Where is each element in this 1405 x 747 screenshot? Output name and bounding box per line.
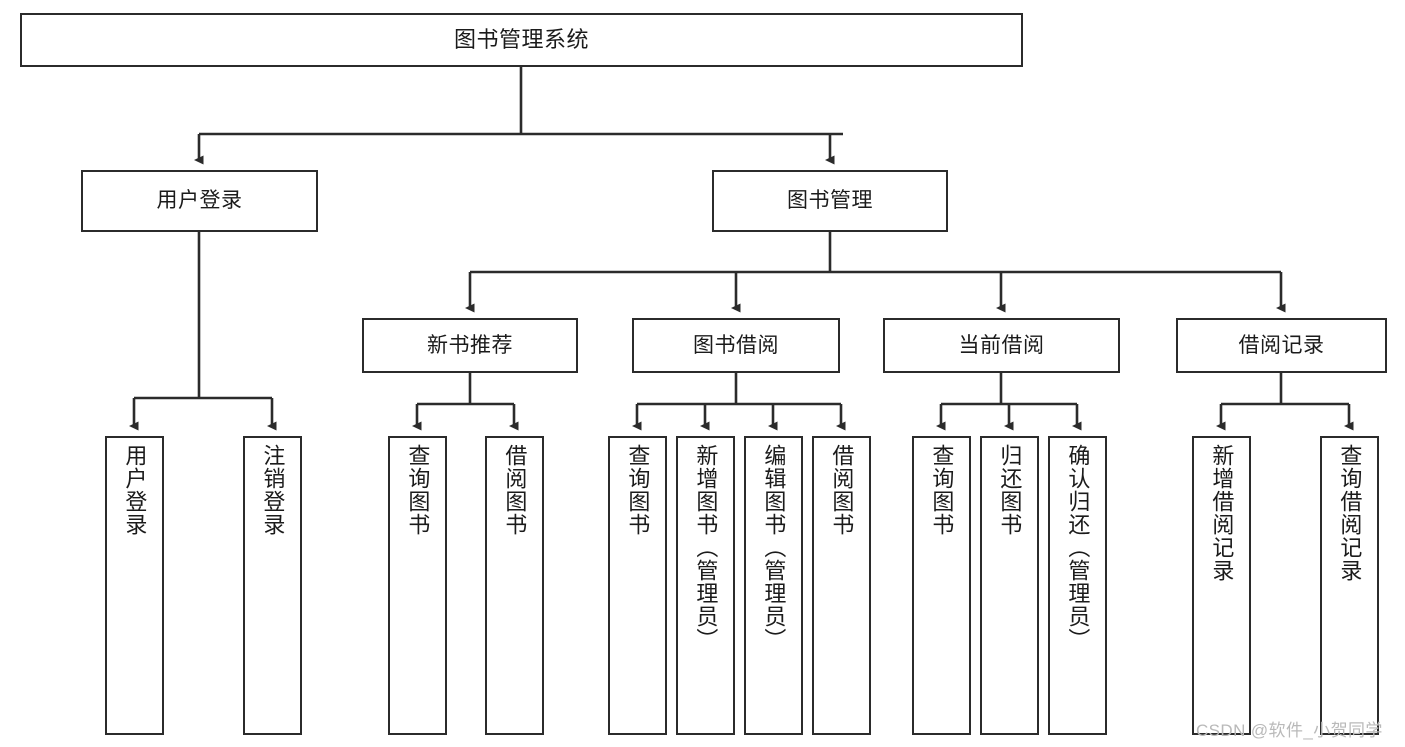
node-leaf-user-login[interactable]: 用户登录 <box>105 436 164 735</box>
node-new-book-rec[interactable]: 新书推荐 <box>362 318 578 373</box>
node-leaf-query-book-b[interactable]: 查询图书 <box>608 436 667 735</box>
node-book-manage[interactable]: 图书管理 <box>712 170 948 232</box>
node-borrow-record[interactable]: 借阅记录 <box>1176 318 1387 373</box>
node-book-borrow[interactable]: 图书借阅 <box>632 318 840 373</box>
node-label: 注销登录 <box>260 444 286 536</box>
node-leaf-edit-book[interactable]: 编辑图书（管理员） <box>744 436 803 735</box>
node-label: 查询图书 <box>405 444 431 536</box>
node-label: 新增图书（管理员） <box>693 444 719 651</box>
node-leaf-return-book[interactable]: 归还图书 <box>980 436 1039 735</box>
node-label: 查询借阅记录 <box>1337 444 1363 582</box>
node-leaf-confirm-return[interactable]: 确认归还（管理员） <box>1048 436 1107 735</box>
node-leaf-query-record[interactable]: 查询借阅记录 <box>1320 436 1379 735</box>
node-label: 当前借阅 <box>958 333 1045 357</box>
node-user-login[interactable]: 用户登录 <box>81 170 318 232</box>
node-leaf-add-record[interactable]: 新增借阅记录 <box>1192 436 1251 735</box>
node-label: 新书推荐 <box>427 333 513 357</box>
node-label: 图书借阅 <box>693 333 779 357</box>
node-label: 查询图书 <box>625 444 651 536</box>
node-label: 用户登录 <box>156 189 243 213</box>
node-leaf-borrow-book-b[interactable]: 借阅图书 <box>812 436 871 735</box>
node-label: 借阅图书 <box>829 444 855 536</box>
csdn-watermark: CSDN @软件_小贺同学 <box>1196 721 1383 740</box>
node-root[interactable]: 图书管理系统 <box>20 13 1023 67</box>
node-label: 新增借阅记录 <box>1209 444 1235 582</box>
node-label: 借阅图书 <box>502 444 528 536</box>
node-label: 用户登录 <box>122 444 148 536</box>
node-leaf-user-logout[interactable]: 注销登录 <box>243 436 302 735</box>
node-label: 归还图书 <box>997 444 1023 536</box>
node-label: 图书管理 <box>787 189 873 213</box>
node-current-borrow[interactable]: 当前借阅 <box>883 318 1120 373</box>
node-leaf-add-book[interactable]: 新增图书（管理员） <box>676 436 735 735</box>
node-leaf-query-book-rec[interactable]: 查询图书 <box>388 436 447 735</box>
node-label: 借阅记录 <box>1238 333 1325 357</box>
node-label: 编辑图书（管理员） <box>761 444 787 651</box>
node-label: 图书管理系统 <box>453 26 589 52</box>
node-leaf-borrow-book-rec[interactable]: 借阅图书 <box>485 436 544 735</box>
node-label: 确认归还（管理员） <box>1065 444 1091 651</box>
node-label: 查询图书 <box>929 444 955 536</box>
node-leaf-query-book-c[interactable]: 查询图书 <box>912 436 971 735</box>
